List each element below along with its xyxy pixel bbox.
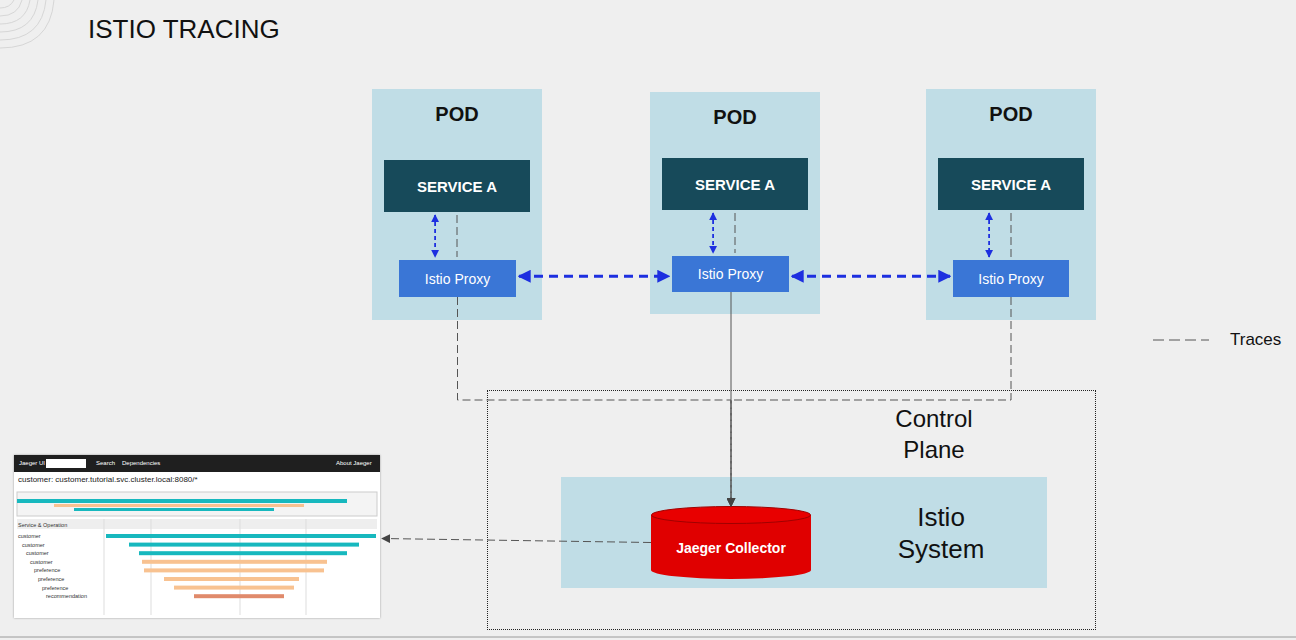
node-label: Istio Proxy xyxy=(399,260,516,297)
screenshot-shape xyxy=(240,519,241,615)
screenshot-shape xyxy=(54,504,304,507)
proxy-box: Istio Proxy xyxy=(672,256,789,292)
node-label: Search xyxy=(96,460,115,467)
node-label: SERVICE A xyxy=(384,160,530,212)
node-label: customer: customer.tutorial.svc.cluster.… xyxy=(18,476,198,485)
node-label: POD xyxy=(372,103,542,131)
screenshot-shape xyxy=(74,508,274,511)
screenshot-shape xyxy=(174,586,294,590)
node-label: Istio Proxy xyxy=(953,260,1069,297)
node-label: Istio System xyxy=(881,485,1001,580)
control-plane-boundary: Control PlaneIstio System Jaeger Collecto… xyxy=(487,390,1096,630)
screenshot-shape xyxy=(14,455,380,472)
legend-text: Traces xyxy=(1230,330,1281,350)
connector xyxy=(731,292,732,506)
screenshot-shape xyxy=(17,519,377,529)
node-label: customer xyxy=(22,542,45,548)
node-label: customer xyxy=(18,533,41,539)
footer-rule xyxy=(0,637,1296,638)
node-label: Jaeger Collector xyxy=(651,520,811,576)
proxy-box: Istio Proxy xyxy=(953,260,1069,297)
screenshot-shape xyxy=(151,519,152,615)
cylinder-top xyxy=(652,507,811,524)
node-label: recommendation xyxy=(46,593,87,599)
screenshot-shape xyxy=(104,519,105,615)
node-label: POD xyxy=(650,106,820,134)
screenshot-shape xyxy=(142,560,327,564)
node-label: Istio Proxy xyxy=(672,256,789,292)
node-label: Jaeger UI xyxy=(19,460,45,467)
pod-box: POD SERVICE A Istio Proxy xyxy=(650,92,820,314)
service-box: SERVICE A xyxy=(662,158,808,210)
node-label: customer xyxy=(26,550,49,556)
pod-box: POD SERVICE A Istio Proxy xyxy=(372,89,542,320)
jaeger-collector-cylinder: Jaeger Collector xyxy=(651,506,811,579)
screenshot-shape xyxy=(194,594,284,598)
pod-box: POD SERVICE A Istio Proxy xyxy=(926,89,1096,320)
corner-pattern xyxy=(0,0,54,48)
connector xyxy=(731,297,1011,506)
node-label: About Jaeger xyxy=(336,460,372,467)
node-label: Control Plane xyxy=(874,403,994,465)
node-label: preference xyxy=(42,585,68,591)
jaeger-ui-screenshot: Jaeger UI Search Dependencies About Jaeger c… xyxy=(14,455,380,618)
screenshot-shape xyxy=(129,543,359,547)
node-label: preference xyxy=(38,576,64,582)
legend-sample xyxy=(1152,335,1212,345)
screenshot-shape xyxy=(17,499,347,503)
service-box: SERVICE A xyxy=(938,158,1084,210)
screenshot-shape xyxy=(164,577,299,581)
istio-system-band: Istio System Jaeger Collector xyxy=(561,477,1047,588)
screenshot-shape xyxy=(144,568,324,572)
node-label: Service & Operation xyxy=(18,522,67,528)
node-label: customer xyxy=(30,559,53,565)
cylinder-body xyxy=(651,515,811,579)
screenshot-shape xyxy=(17,492,377,516)
screenshot-shape xyxy=(106,534,376,538)
node-label: SERVICE A xyxy=(938,158,1084,210)
screenshot-shape xyxy=(46,459,86,468)
legend-line xyxy=(1153,340,1209,341)
node-label: POD xyxy=(926,103,1096,131)
service-box: SERVICE A xyxy=(384,160,530,212)
screenshot-shape xyxy=(139,551,347,555)
screenshot-shape xyxy=(306,519,307,615)
node-label: SERVICE A xyxy=(662,158,808,210)
proxy-box: Istio Proxy xyxy=(399,260,516,297)
connector xyxy=(458,297,732,506)
diagram-title: ISTIO TRACING xyxy=(88,14,280,45)
node-label: Dependencies xyxy=(122,460,160,467)
node-label: preference xyxy=(34,567,60,573)
